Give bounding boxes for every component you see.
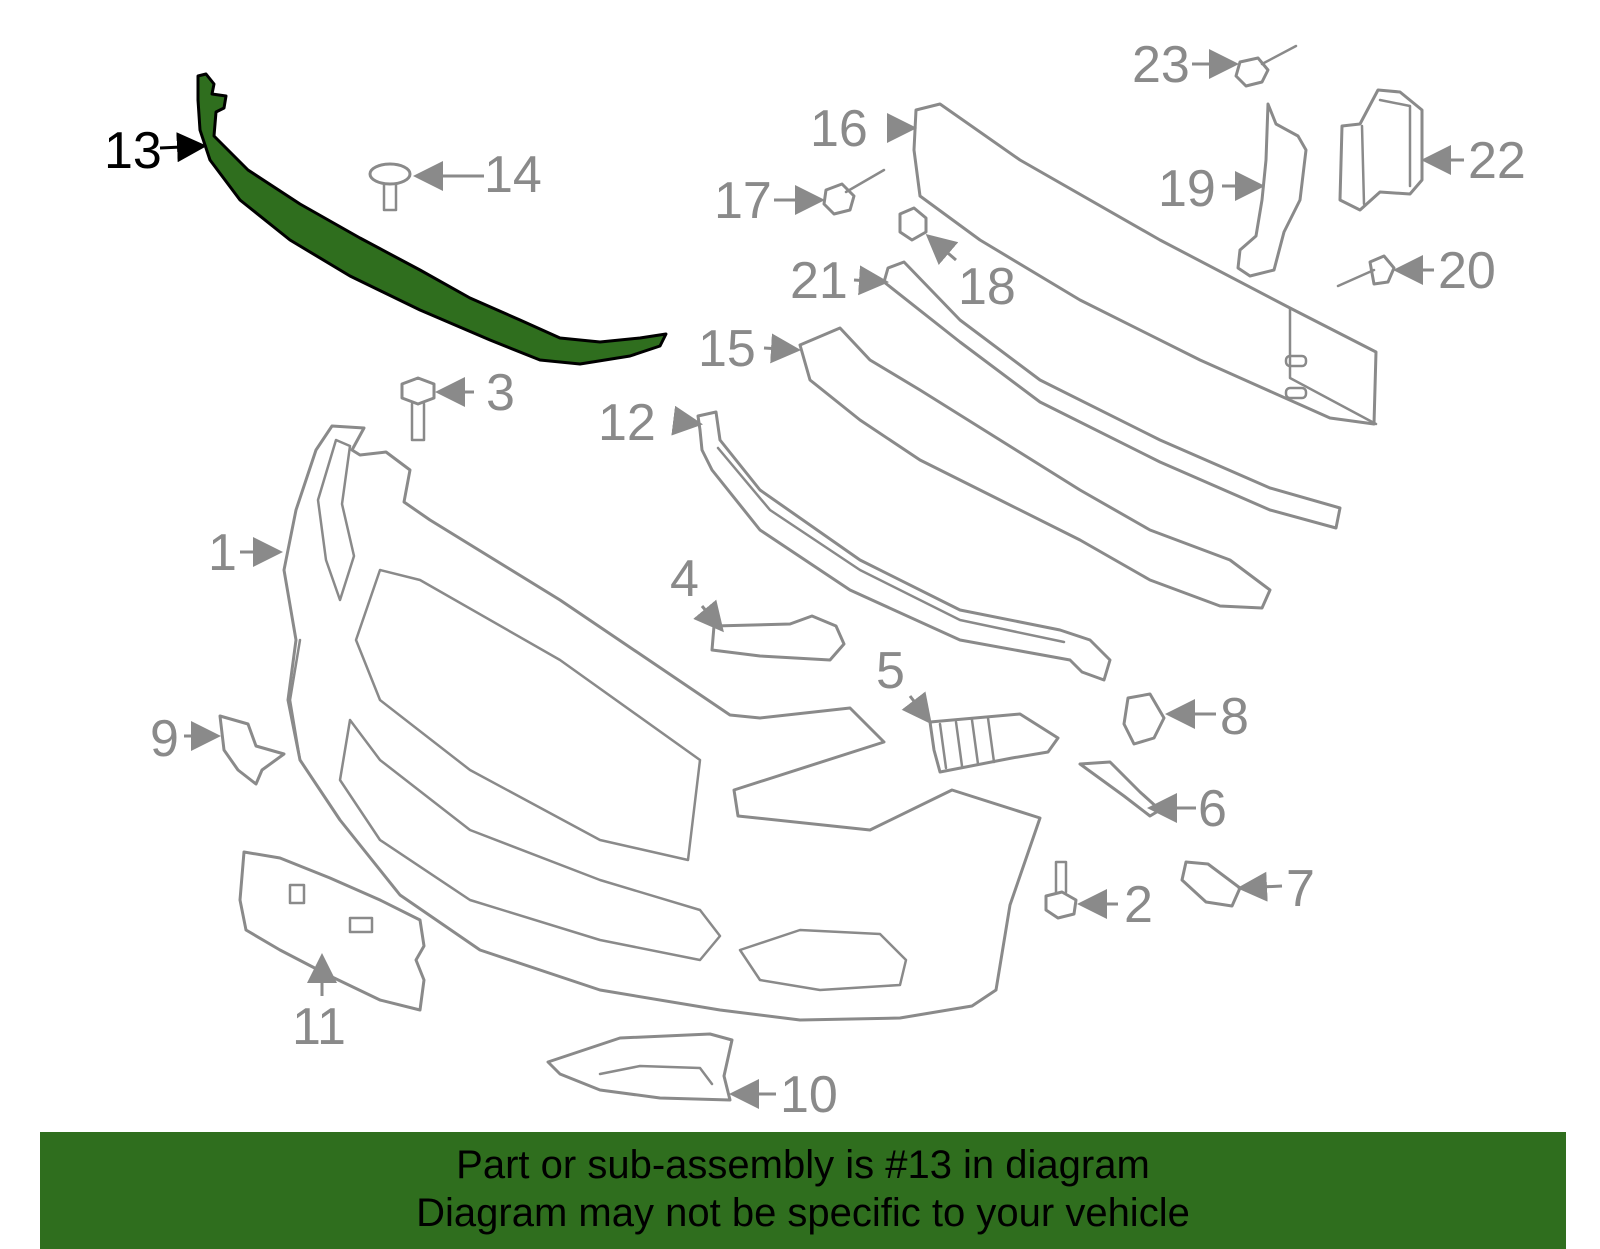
- callout-17: 17: [714, 172, 772, 230]
- part-1-bumper-cover[interactable]: [282, 424, 1042, 1022]
- part-13-highlighted[interactable]: [196, 72, 668, 366]
- callout-22: 22: [1468, 132, 1526, 190]
- part-10-fog-trim[interactable]: [546, 1032, 734, 1102]
- callout-13: 13: [104, 122, 162, 180]
- callout-1: 1: [208, 524, 237, 582]
- part-14-clip[interactable]: [368, 162, 412, 212]
- part-2-bolt[interactable]: [1044, 860, 1078, 920]
- callout-7: 7: [1286, 860, 1315, 918]
- callout-19: 19: [1158, 160, 1216, 218]
- callout-9: 9: [150, 710, 179, 768]
- callout-21: 21: [790, 252, 848, 310]
- callout-6: 6: [1198, 780, 1227, 838]
- part-21-upper-strip[interactable]: [882, 260, 1342, 530]
- part-18-nut[interactable]: [898, 206, 928, 242]
- callout-20: 20: [1438, 242, 1496, 300]
- part-16-bumper-reinforcement[interactable]: [912, 102, 1378, 426]
- part-9-bracket[interactable]: [218, 714, 286, 786]
- part-12-reinforcement[interactable]: [696, 410, 1112, 682]
- callout-4: 4: [670, 550, 699, 608]
- part-4-bracket[interactable]: [710, 614, 846, 662]
- info-banner: Part or sub-assembly is #13 in diagram D…: [40, 1132, 1566, 1249]
- callout-3: 3: [486, 364, 515, 422]
- callout-18: 18: [958, 258, 1016, 316]
- callout-14: 14: [484, 146, 542, 204]
- callout-12: 12: [598, 394, 656, 452]
- part-5-bracket[interactable]: [928, 712, 1060, 774]
- callout-11: 11: [292, 998, 346, 1056]
- callout-2: 2: [1124, 876, 1153, 934]
- part-19-bracket[interactable]: [1236, 102, 1308, 278]
- part-8-clip[interactable]: [1122, 692, 1166, 746]
- callout-23: 23: [1132, 36, 1190, 94]
- part-17-bolt[interactable]: [822, 168, 886, 216]
- callout-8: 8: [1220, 688, 1249, 746]
- callout-16: 16: [810, 100, 868, 158]
- callout-labels: 13 14 16 17 18 21 15 12 3 1 4 5 8 6 7 2 …: [104, 36, 1526, 1124]
- banner-part-note: Part or sub-assembly is #13 in diagram: [456, 1143, 1150, 1187]
- banner-disclaimer: Diagram may not be specific to your vehi…: [416, 1191, 1190, 1235]
- leader-lines: [159, 49, 1464, 1109]
- part-11-license-bracket[interactable]: [238, 850, 426, 1012]
- part-7-clip[interactable]: [1180, 860, 1242, 908]
- callout-10: 10: [780, 1066, 838, 1124]
- part-6-trim[interactable]: [1078, 760, 1162, 818]
- part-22-bracket[interactable]: [1338, 88, 1424, 212]
- callout-5: 5: [876, 642, 905, 700]
- callout-15: 15: [698, 320, 756, 378]
- part-3-bolt[interactable]: [400, 376, 436, 442]
- part-20-bolt[interactable]: [1336, 254, 1396, 288]
- part-23-bolt[interactable]: [1234, 44, 1298, 88]
- part-15-energy-absorber[interactable]: [798, 326, 1272, 610]
